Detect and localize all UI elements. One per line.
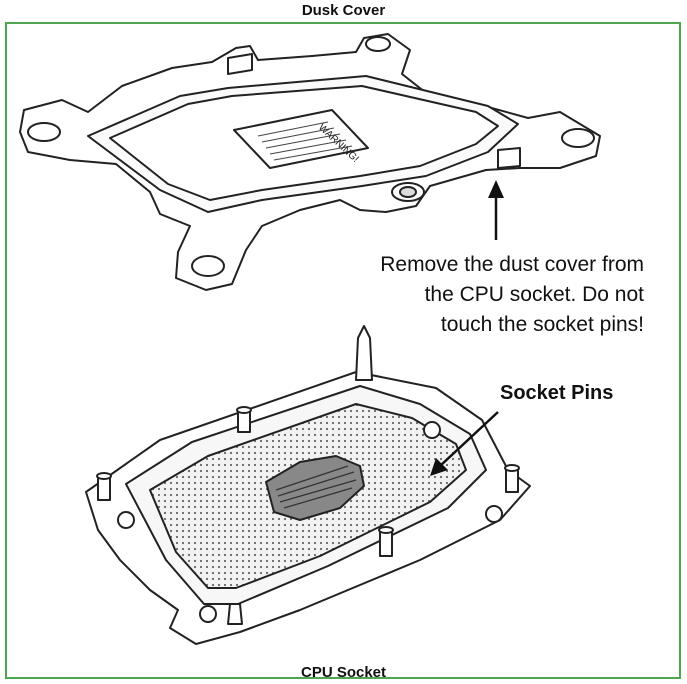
cpu-socket-label: CPU Socket	[300, 664, 387, 681]
arrow-to-cover	[488, 180, 504, 240]
instruction-text: Remove the dust cover from the CPU socke…	[380, 250, 644, 340]
arrow-to-pins	[430, 411, 499, 476]
dust-cover-title: Dusk Cover	[301, 2, 386, 19]
instruction-line-3: touch the socket pins!	[440, 313, 644, 336]
socket-pins-label: Socket Pins	[500, 382, 614, 404]
figure-frame	[5, 22, 681, 679]
instruction-line-2: the CPU socket. Do not	[424, 283, 644, 306]
socket-screws	[96, 406, 520, 625]
dust-cover: WARNING!	[19, 33, 601, 291]
cpu-socket	[85, 325, 531, 645]
instruction-line-1: Remove the dust cover from	[380, 253, 644, 276]
